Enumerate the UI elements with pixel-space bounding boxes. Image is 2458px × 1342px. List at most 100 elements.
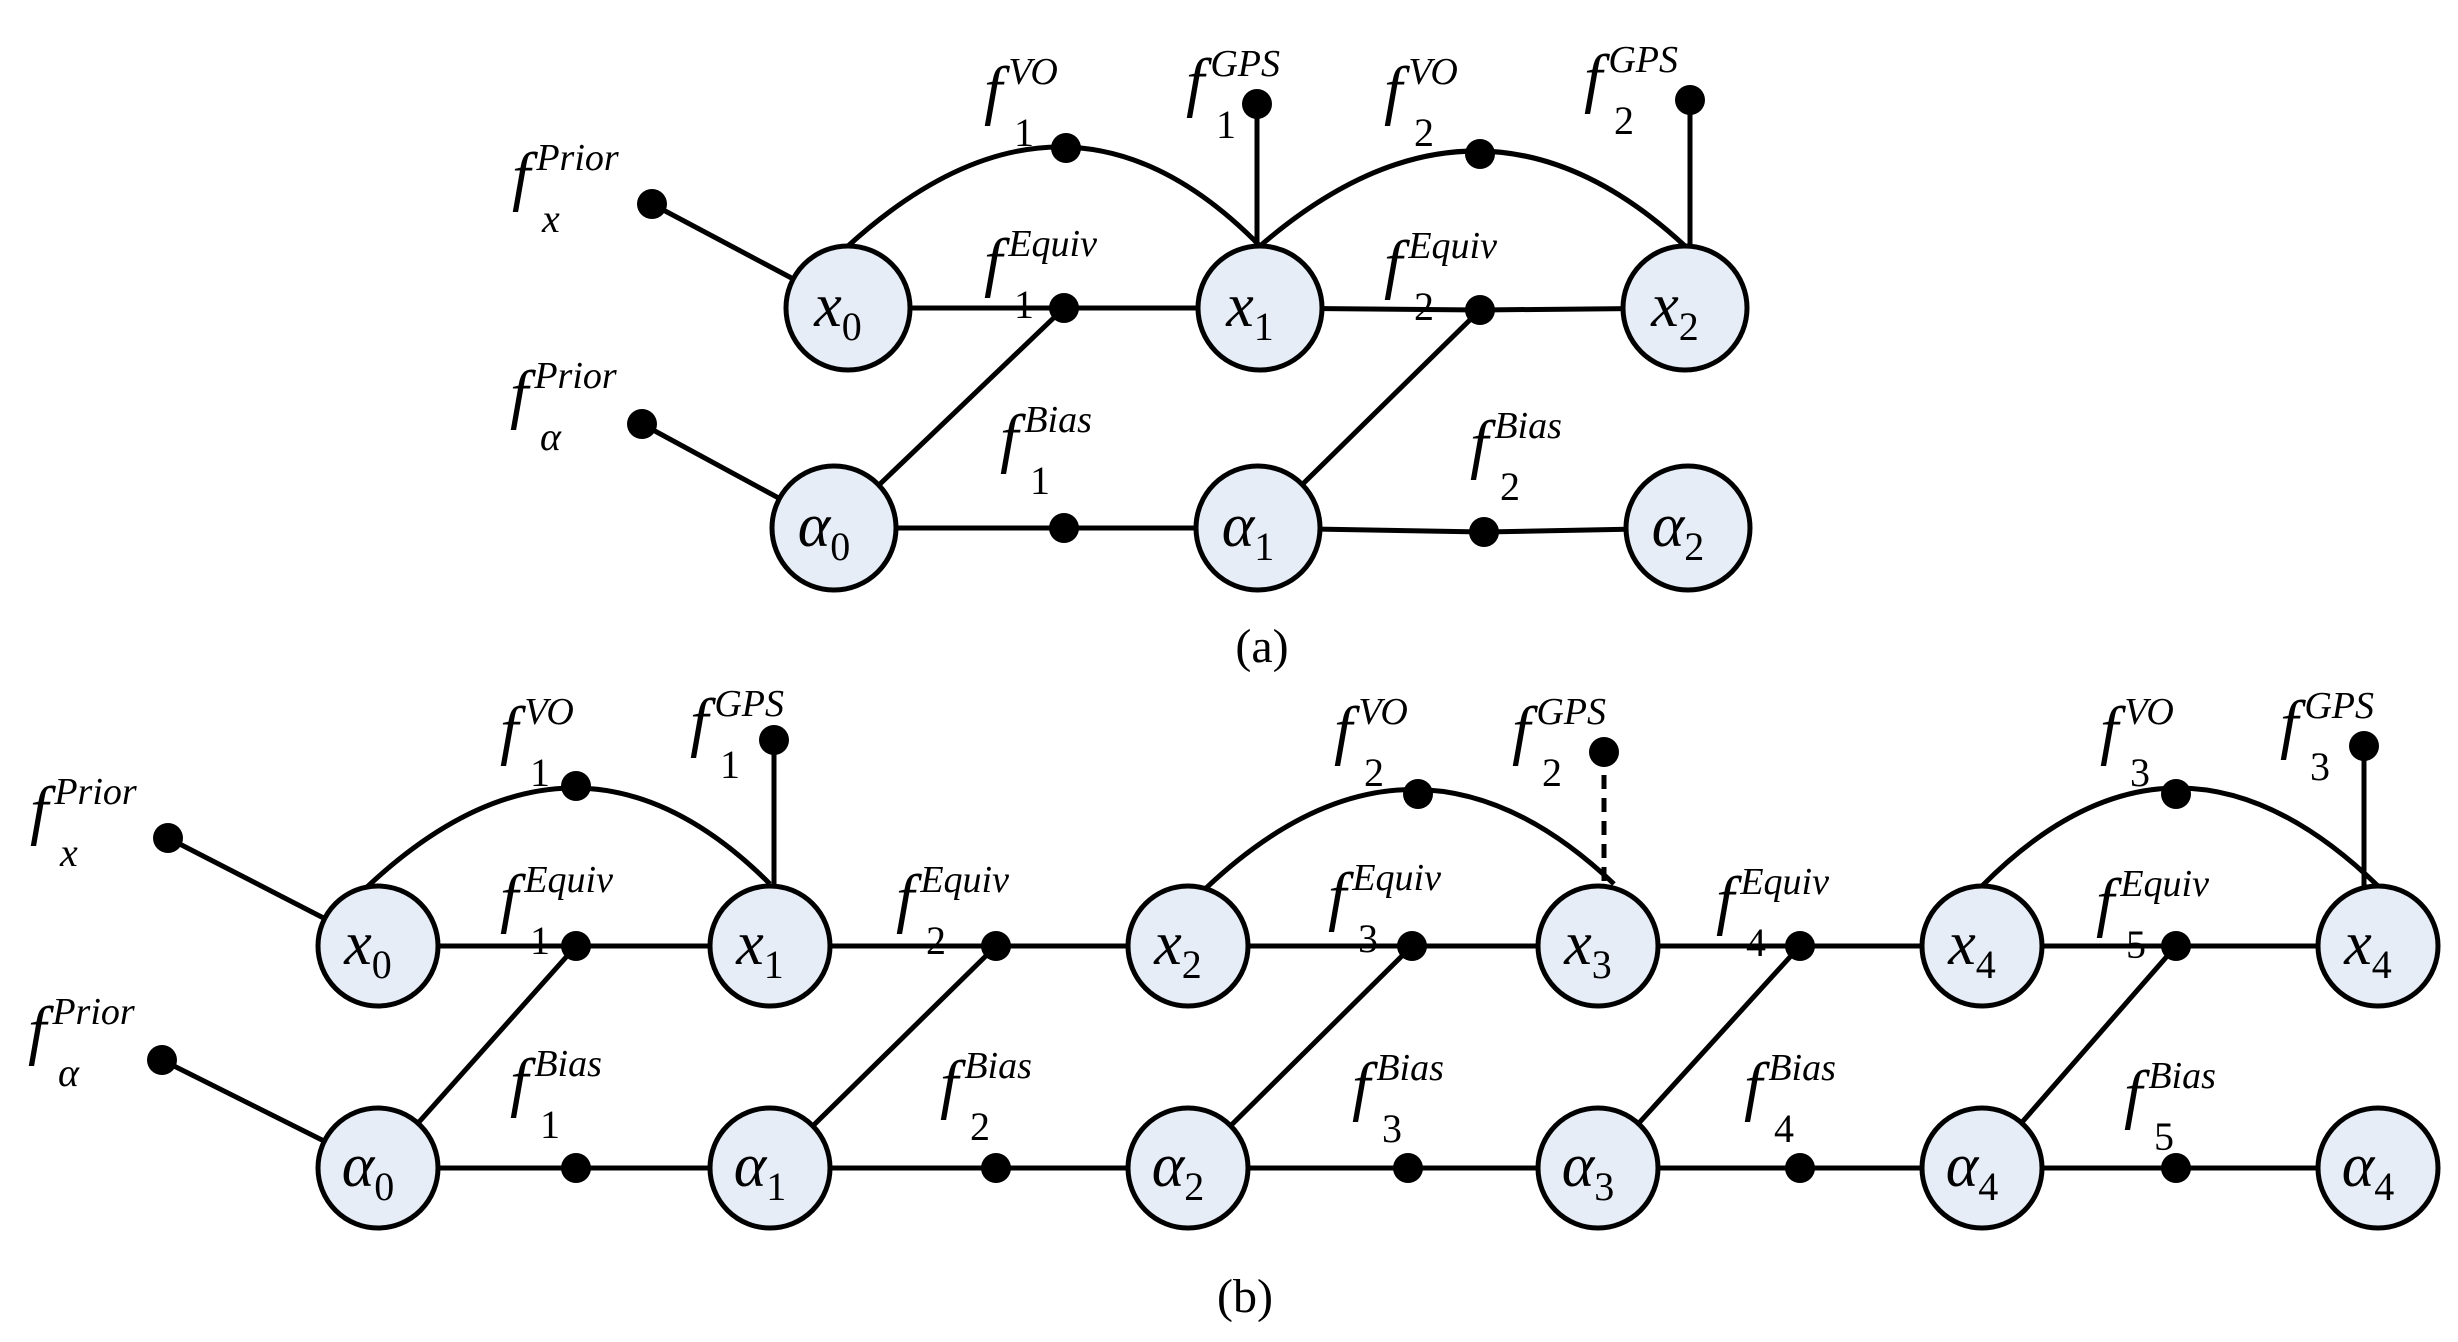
node-circle xyxy=(1195,243,1325,373)
factor-dot-a-fgps1 xyxy=(1242,89,1272,119)
node-symbol: α xyxy=(1562,1132,1596,1200)
factor-base: f xyxy=(1352,1050,1378,1123)
factor-dot-b-fvo3 xyxy=(2161,779,2191,809)
factor-superscript: VO xyxy=(2124,691,2174,733)
factor-subscript: 1 xyxy=(1014,110,1034,155)
factor-base: f xyxy=(2100,694,2126,767)
factor-subscript: x xyxy=(541,196,560,241)
factor-base: f xyxy=(500,694,526,767)
factor-base: f xyxy=(28,994,54,1067)
node-symbol: x xyxy=(1947,910,1976,978)
node-symbol: x xyxy=(343,910,372,978)
factor-subscript: 2 xyxy=(1364,750,1384,795)
node-label: x1 xyxy=(735,910,784,987)
factor-superscript: Prior xyxy=(535,137,619,179)
node-subscript: 2 xyxy=(1679,304,1699,349)
factor-base: f xyxy=(1328,860,1354,933)
node-symbol: x xyxy=(2343,910,2372,978)
factor-superscript: Bias xyxy=(1768,1047,1836,1089)
node-label: x1 xyxy=(1225,272,1274,349)
caption-a: (a) xyxy=(1235,620,1288,673)
factor-dot-b-faprior xyxy=(147,1045,177,1075)
factor-superscript: Prior xyxy=(533,355,617,397)
factor-dot-a-fb2 xyxy=(1469,517,1499,547)
node-label: α3 xyxy=(1562,1132,1615,1209)
variable-node-b-x4b: x4 xyxy=(2315,883,2441,1009)
factor-base: f xyxy=(1744,1050,1770,1123)
factor-superscript: GPS xyxy=(1536,691,1606,733)
node-label: x2 xyxy=(1650,272,1699,349)
variable-node-b-a2: α2 xyxy=(1125,1105,1251,1231)
variable-node-b-x4a: x4 xyxy=(1919,883,2045,1009)
node-subscript: 1 xyxy=(1254,304,1274,349)
node-symbol: α xyxy=(2342,1132,2376,1200)
node-label: α2 xyxy=(1152,1132,1205,1209)
variable-node-b-x0: x0 xyxy=(315,883,441,1009)
factor-superscript: Bias xyxy=(1494,405,1562,447)
factor-base: f xyxy=(500,862,526,935)
factor-dot-a-fxprior xyxy=(637,189,667,219)
factor-subscript: 4 xyxy=(1774,1106,1794,1151)
factor-subscript: x xyxy=(59,830,78,875)
node-subscript: 3 xyxy=(1592,942,1612,987)
factor-superscript: VO xyxy=(1358,691,1408,733)
factor-superscript: Prior xyxy=(53,771,137,813)
factor-subscript: 1 xyxy=(530,918,550,963)
node-subscript: 1 xyxy=(766,1164,786,1209)
factor-base: f xyxy=(2124,1058,2150,1131)
node-circle xyxy=(1125,883,1251,1009)
factor-superscript: Equiv xyxy=(919,859,1009,901)
factor-dot-a-fvo2 xyxy=(1465,139,1495,169)
node-subscript: 1 xyxy=(1254,524,1274,569)
factor-superscript: Equiv xyxy=(2119,863,2209,905)
factor-superscript: Equiv xyxy=(1351,857,1441,899)
variable-node-a-x0: x0 xyxy=(783,243,913,373)
factor-dot-b-feq2 xyxy=(981,931,1011,961)
factor-superscript: VO xyxy=(1008,51,1058,93)
node-circle xyxy=(315,883,441,1009)
factor-base: f xyxy=(1186,46,1212,119)
node-symbol: x xyxy=(813,272,842,340)
factor-subscript: 4 xyxy=(1746,920,1766,965)
factor-dot-b-fb3 xyxy=(1393,1153,1423,1183)
node-subscript: 2 xyxy=(1184,1164,1204,1209)
node-circle xyxy=(315,1105,441,1231)
factor-base: f xyxy=(510,1046,536,1119)
variable-node-a-a0: α0 xyxy=(769,463,899,593)
factor-dot-a-fb1 xyxy=(1049,513,1079,543)
node-circle xyxy=(1193,463,1323,593)
variable-node-a-a2: α2 xyxy=(1623,463,1753,593)
factor-superscript: Equiv xyxy=(1007,223,1097,265)
factor-base: f xyxy=(984,226,1010,299)
node-symbol: x xyxy=(1153,910,1182,978)
factor-base: f xyxy=(1470,408,1496,481)
factor-base: f xyxy=(510,358,536,431)
factor-dot-b-fgps3 xyxy=(2349,731,2379,761)
node-label: α1 xyxy=(1222,492,1275,569)
factor-dot-a-feq1 xyxy=(1049,293,1079,323)
factor-subscript: 2 xyxy=(970,1104,990,1149)
factor-subscript: 2 xyxy=(1614,98,1634,143)
node-symbol: α xyxy=(1152,1132,1186,1200)
factor-base: f xyxy=(1716,864,1742,937)
factor-subscript: 2 xyxy=(1542,750,1562,795)
node-circle xyxy=(2315,1105,2441,1231)
factor-superscript: Equiv xyxy=(1407,225,1497,267)
node-subscript: 1 xyxy=(764,942,784,987)
node-label: α0 xyxy=(342,1132,395,1209)
factor-subscript: 2 xyxy=(1500,464,1520,509)
node-label: x0 xyxy=(813,272,862,349)
factor-dot-b-fgps2 xyxy=(1589,737,1619,767)
node-label: x4 xyxy=(2343,910,2392,987)
